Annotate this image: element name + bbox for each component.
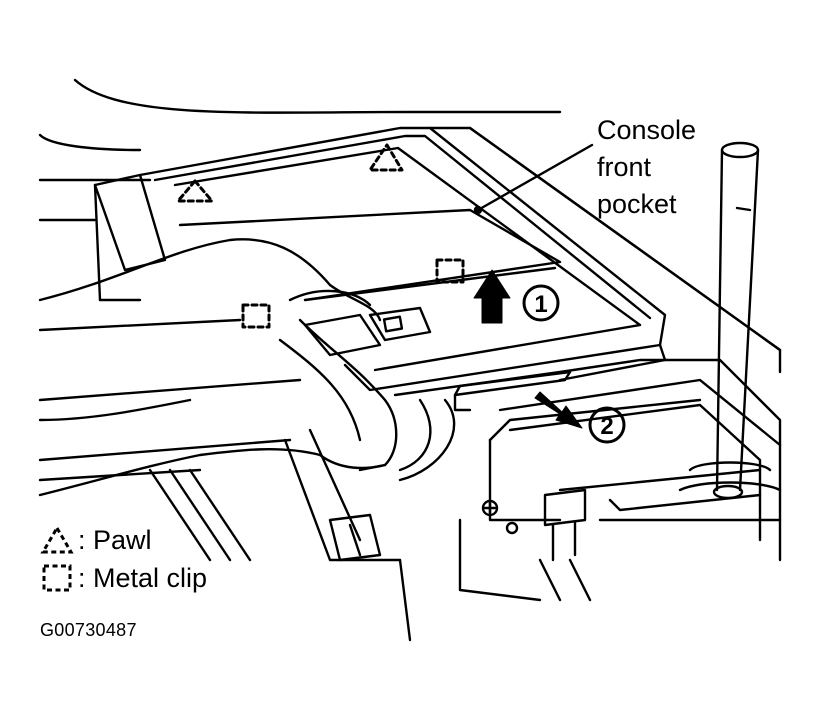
- legend-pawl-label: : Pawl: [78, 525, 152, 555]
- legend-row-pawl: : Pawl: [40, 521, 207, 559]
- console-left-side: [38, 173, 412, 642]
- shift-lever: [678, 141, 782, 500]
- dashboard-outline: [38, 78, 562, 222]
- step-1-circle: [522, 284, 560, 322]
- legend: : Pawl : Metal clip: [40, 521, 207, 597]
- console-body: [138, 126, 782, 602]
- dashed-triangle-icon: [40, 525, 74, 554]
- legend-row-clip: : Metal clip: [40, 559, 207, 597]
- callout-line-3: pocket: [597, 189, 677, 219]
- arrow-up-icon: [473, 269, 511, 324]
- callout-line-1: Console: [597, 115, 697, 145]
- console-front-pocket-label: Console front pocket: [597, 112, 696, 223]
- arrow-diagonal-icon: [534, 391, 583, 429]
- step-2-circle: [588, 406, 626, 444]
- figure-code: G00730487: [40, 620, 137, 640]
- pocket-handle: [303, 306, 432, 357]
- step-1-number: 1: [534, 291, 547, 318]
- metal-clip-marker-right: [435, 258, 465, 284]
- metal-clip-marker-left: [241, 303, 271, 329]
- dashed-square-icon: [42, 564, 72, 592]
- pawl-marker-left: [176, 179, 214, 203]
- legend-clip-label: : Metal clip: [78, 563, 208, 593]
- callout-line-2: front: [597, 152, 652, 182]
- hand-illustration: [38, 238, 398, 497]
- callout-leader-line: [476, 143, 594, 212]
- metal-clip-tab: [398, 370, 572, 482]
- callout-leader-dot: [473, 205, 483, 215]
- step-2-number: 2: [600, 413, 613, 440]
- pawl-marker-right: [368, 143, 404, 172]
